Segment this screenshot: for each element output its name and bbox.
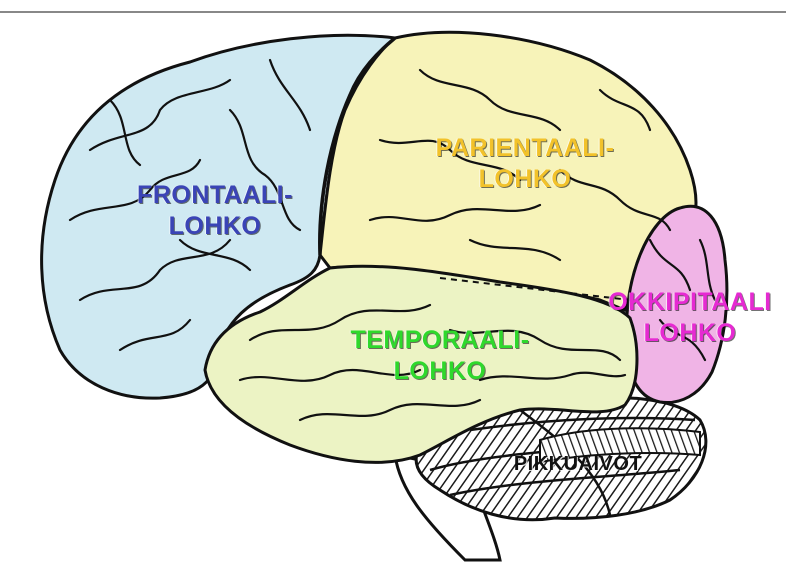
temporal-label-line1: TEMPORAALI- bbox=[330, 325, 550, 356]
frontal-lobe-label: FRONTAALI- LOHKO bbox=[120, 180, 310, 242]
temporal-label-line2: LOHKO bbox=[330, 356, 550, 387]
occipital-lobe-label: OKKIPITAALI LOHKO bbox=[590, 287, 786, 349]
cerebellum-label-line1: PIKKUAIVOT bbox=[488, 452, 668, 476]
frontal-label-line2: LOHKO bbox=[120, 211, 310, 242]
parietal-lobe-label: PARIENTAALI- LOHKO bbox=[410, 133, 640, 195]
cerebellum-label: PIKKUAIVOT bbox=[488, 452, 668, 476]
temporal-lobe-label: TEMPORAALI- LOHKO bbox=[330, 325, 550, 387]
frontal-label-line1: FRONTAALI- bbox=[120, 180, 310, 211]
parietal-label-line1: PARIENTAALI- bbox=[410, 133, 640, 164]
parietal-label-line2: LOHKO bbox=[410, 164, 640, 195]
occipital-label-line1: OKKIPITAALI bbox=[590, 287, 786, 318]
occipital-label-line2: LOHKO bbox=[590, 318, 786, 349]
